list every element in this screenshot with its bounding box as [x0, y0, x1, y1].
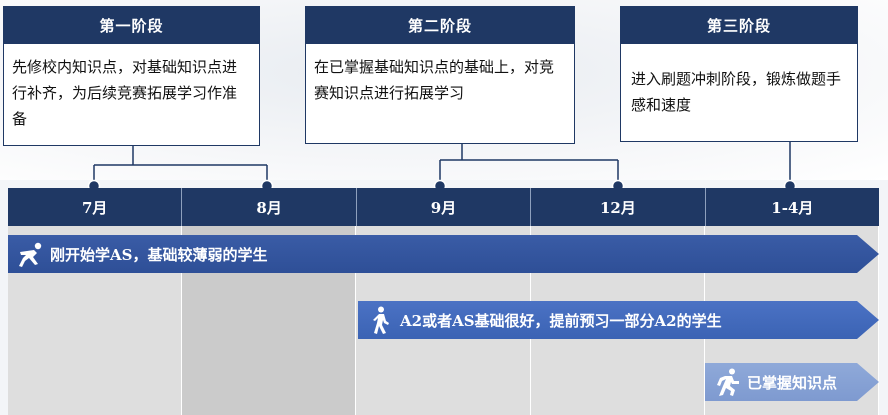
stage-1-box: 第一阶段 先修校内知识点，对基础知识点进行补齐，为后续竞赛拓展学习作准备	[3, 6, 260, 146]
month-label: 7月	[8, 188, 183, 226]
track-label: 已掌握知识点	[747, 373, 838, 392]
track-arrow-advanced: A2或者AS基础很好，提前预习一部分A2的学生	[358, 301, 879, 339]
stage-3-title: 第三阶段	[620, 6, 858, 44]
stage-2-box: 第二阶段 在已掌握基础知识点的基础上，对竞赛知识点进行拓展学习	[305, 6, 575, 144]
track-label: A2或者AS基础很好，提前预习一部分A2的学生	[400, 311, 722, 330]
month-label: 8月	[182, 188, 357, 226]
stage-1-text: 先修校内知识点，对基础知识点进行补齐，为后续竞赛拓展学习作准备	[3, 44, 260, 146]
month-label: 12月	[531, 188, 706, 226]
running-person-icon	[713, 367, 743, 397]
track-label: 刚开始学AS，基础较薄弱的学生	[50, 245, 268, 264]
track-arrow-mastered: 已掌握知识点	[705, 363, 879, 401]
month-label: 1-4月	[705, 188, 880, 226]
timeline-bar: 7月 8月 9月 12月 1-4月	[8, 188, 880, 226]
stage-3-text: 进入刷题冲刺阶段，锻炼做题手感和速度	[620, 44, 858, 142]
stage-1-title: 第一阶段	[3, 6, 260, 44]
month-label: 9月	[356, 188, 532, 226]
stage-3-box: 第三阶段 进入刷题冲刺阶段，锻炼做题手感和速度	[620, 6, 858, 142]
track-arrow-beginner: 刚开始学AS，基础较薄弱的学生	[8, 235, 879, 273]
walking-person-icon	[366, 305, 396, 335]
stage-2-title: 第二阶段	[305, 6, 575, 44]
runner-start-icon	[16, 239, 46, 269]
stage-2-text: 在已掌握基础知识点的基础上，对竞赛知识点进行拓展学习	[305, 44, 575, 144]
